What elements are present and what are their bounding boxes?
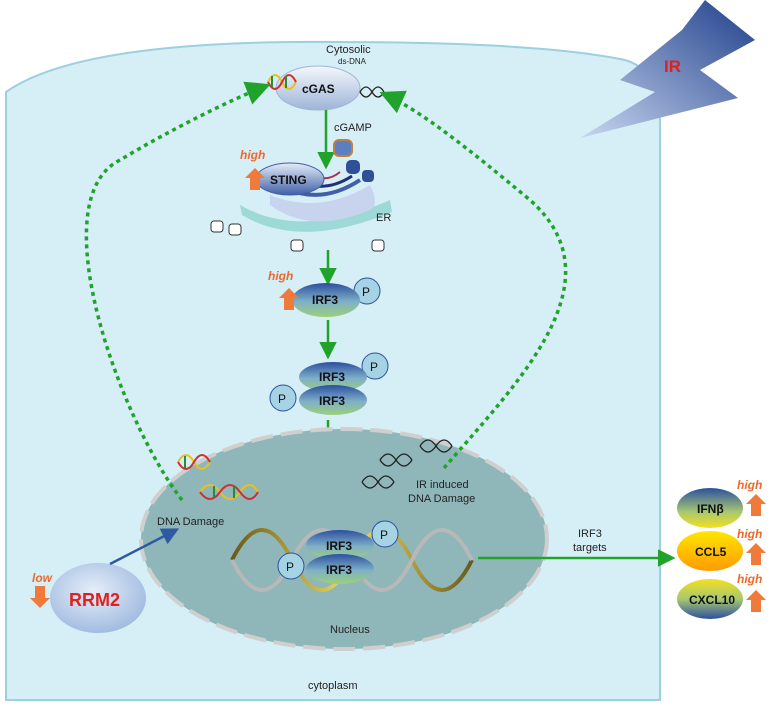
rrm2-label: RRM2 — [69, 590, 120, 610]
irf3-targets-label-line1: IRF3 — [578, 528, 602, 540]
irf3-p-label-2: P — [370, 360, 378, 374]
irf3-nuclear-bottom-shape — [306, 554, 374, 584]
ccl5-high-label: high — [737, 527, 762, 541]
irf3-single-shape — [292, 283, 360, 317]
ir-dna-damage-helix-icon — [361, 439, 453, 489]
ir-induced-label-line1: IR induced — [416, 479, 469, 491]
sting-label: STING — [270, 173, 307, 187]
cgamp-label: cGAMP — [334, 122, 372, 134]
sting-high-label: high — [240, 148, 265, 162]
cxcl10-up-arrow-icon — [746, 590, 766, 612]
ir-induced-label-line2: DNA Damage — [408, 493, 475, 505]
ds-dna-label: ds-DNA — [338, 57, 367, 66]
irf3-nuclear-top-shape — [306, 530, 374, 560]
irf3-p-label-3: P — [278, 392, 286, 406]
ir-lightning-bolt — [580, 0, 755, 138]
dna-helix-icon — [267, 74, 297, 90]
ifnb-label: IFNβ — [697, 502, 724, 516]
ir-label: IR — [664, 57, 681, 76]
ifnb-high-label: high — [737, 478, 762, 492]
irf3-nuclear-top-label: IRF3 — [326, 539, 352, 553]
irf3-p-bubble-4 — [371, 520, 399, 548]
cxcl10-high-label: high — [737, 572, 762, 586]
cytosolic-label: Cytosolic — [326, 44, 371, 56]
irf3-nuclear-bottom-label: IRF3 — [326, 563, 352, 577]
irf3-p-label-5: P — [286, 560, 294, 574]
ir-damage-to-cgas-dotted-arrow — [379, 90, 568, 470]
dna-damage-label: DNA Damage — [157, 516, 224, 528]
irf3-p-bubble-5 — [277, 552, 305, 580]
irf3-dimer-top-shape — [299, 362, 367, 392]
cytoplasm-label: cytoplasm — [308, 680, 358, 692]
irf3-p-bubble-3 — [269, 384, 297, 412]
ccl5-up-arrow-icon — [746, 543, 766, 565]
vesicles — [210, 220, 385, 252]
irf3-p-label-1: P — [362, 285, 370, 299]
rrm2-low-label: low — [32, 571, 53, 585]
ccl5-shape — [677, 531, 743, 571]
irf3-dimer-bottom-shape — [299, 385, 367, 415]
nucleus-label: Nucleus — [330, 624, 370, 636]
irf3-dimer-top-label: IRF3 — [319, 370, 345, 384]
cxcl10-label: CXCL10 — [689, 593, 735, 607]
ifnb-shape — [677, 488, 743, 528]
irf3-targets-label-line2: targets — [573, 542, 607, 554]
cgas-label: cGAS — [302, 82, 335, 96]
er-label: ER — [376, 212, 391, 224]
cxcl10-shape — [677, 579, 743, 619]
ifnb-up-arrow-icon — [746, 494, 766, 516]
dna-damage-helix-icon — [177, 454, 259, 500]
irf3-single-label: IRF3 — [312, 293, 338, 307]
irf3-high-label: high — [268, 269, 293, 283]
rrm2-shape — [50, 563, 146, 633]
irf3-p-bubble-2 — [361, 352, 389, 380]
irf3-p-label-4: P — [380, 528, 388, 542]
ccl5-label: CCL5 — [695, 545, 727, 559]
rrm2-to-dna-damage-arrow — [109, 528, 180, 566]
irf3-dimer-bottom-label: IRF3 — [319, 394, 345, 408]
